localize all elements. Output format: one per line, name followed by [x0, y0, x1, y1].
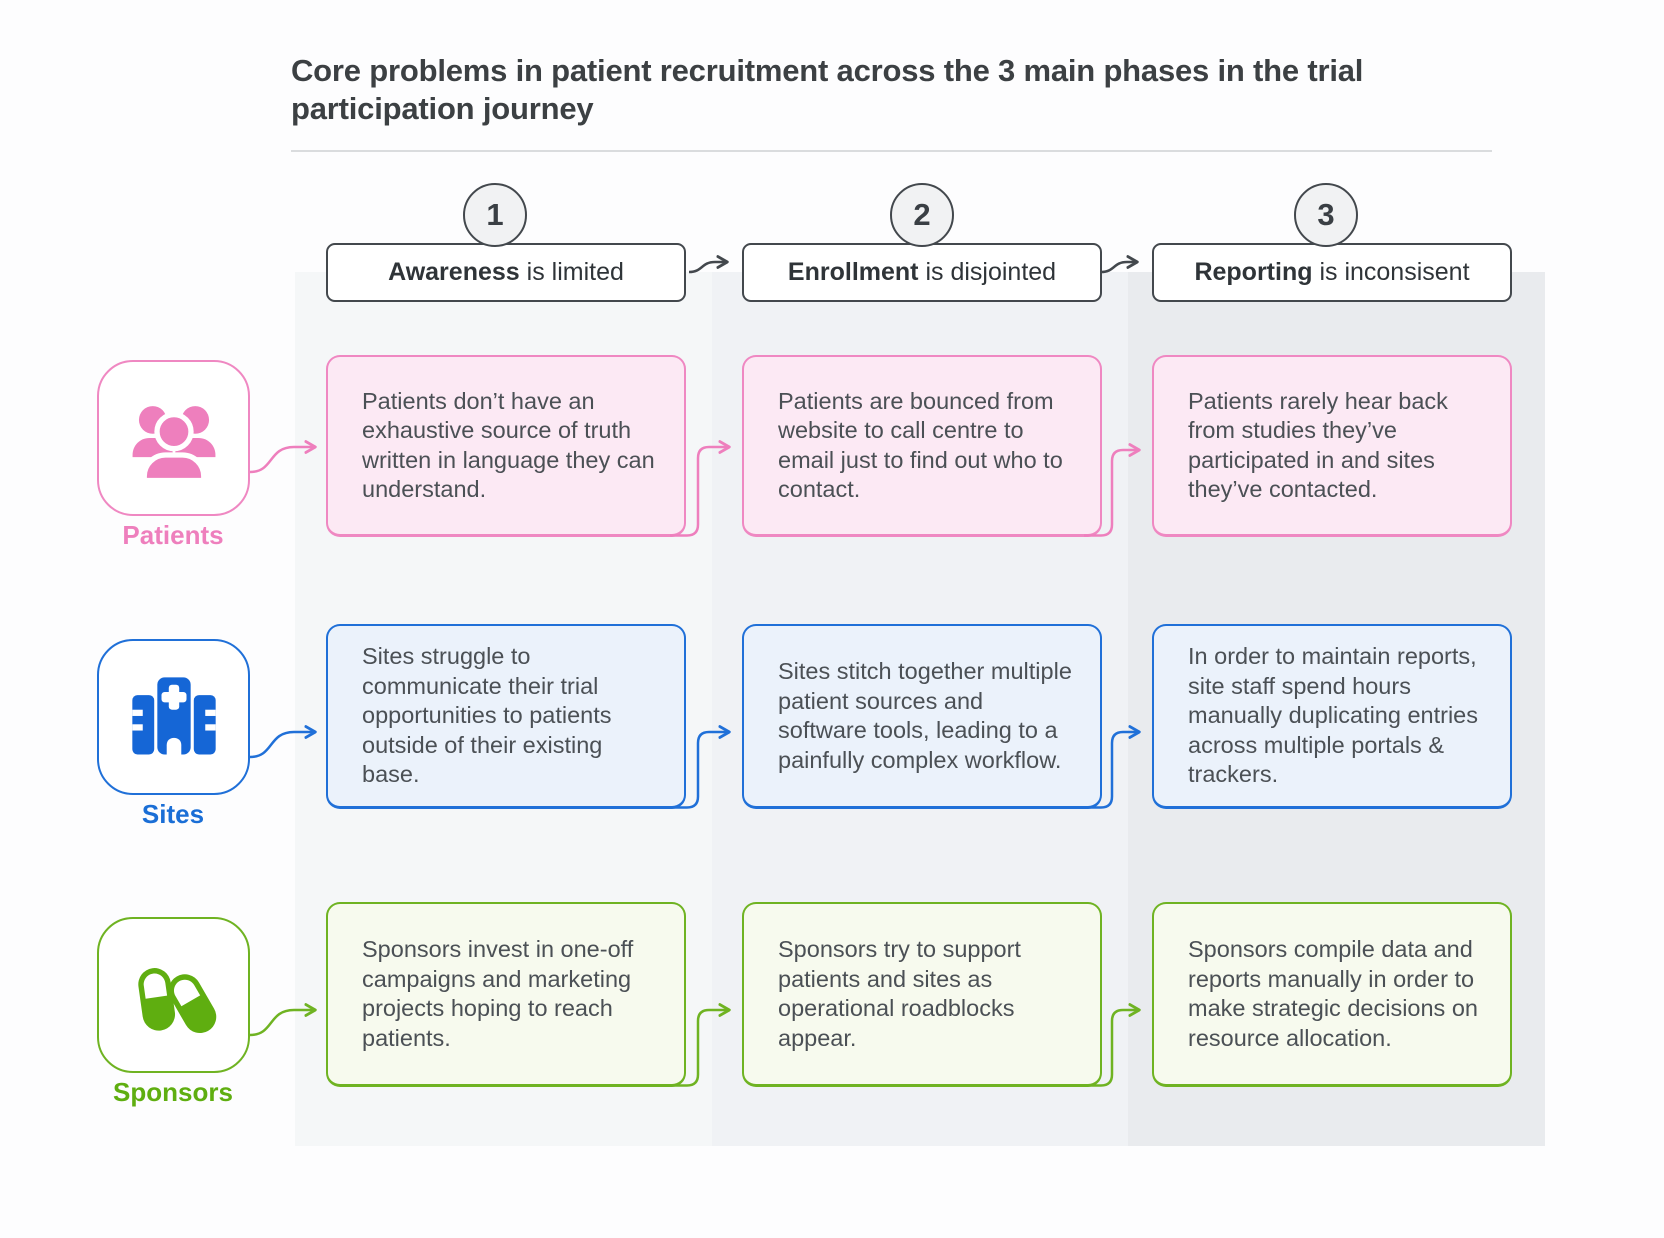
card-patients-reporting: Patients rarely hear back from studies t…	[1152, 355, 1512, 537]
phase-header-enrollment: Enrollment is disjointed	[742, 243, 1102, 302]
phase-1-number: 1	[486, 197, 504, 232]
card-sites-reporting: In order to maintain reports, site staff…	[1152, 624, 1512, 809]
sponsors-icon-card	[97, 917, 250, 1073]
card-text: Patients rarely hear back from studies t…	[1188, 387, 1448, 503]
sites-icon-card	[97, 639, 250, 795]
people-group-icon	[132, 406, 215, 484]
phase-1-number-badge: 1	[463, 183, 527, 247]
card-sponsors-awareness: Sponsors invest in one-off campaigns and…	[326, 902, 686, 1087]
card-sites-awareness: Sites struggle to communicate their tria…	[326, 624, 686, 809]
card-sites-enrollment: Sites stitch together multiple patient s…	[742, 624, 1102, 809]
card-text: Sponsors try to support patients and sit…	[778, 936, 1021, 1051]
sponsors-row-label: Sponsors	[113, 1077, 233, 1107]
phase-1-title-bold: Awareness	[388, 258, 520, 286]
card-sponsors-reporting: Sponsors compile data and reports manual…	[1152, 902, 1512, 1087]
phase-3-number: 3	[1317, 197, 1335, 232]
phase-2-title-rest: is disjointed	[918, 258, 1057, 286]
phase-3-title-rest: is inconsisent	[1312, 258, 1470, 286]
card-patients-awareness: Patients don’t have an exhaustive source…	[326, 355, 686, 537]
pills-icon	[137, 968, 216, 1034]
card-text: In order to maintain reports, site staff…	[1188, 643, 1478, 788]
phase-1-title-rest: is limited	[519, 258, 624, 286]
card-text: Sponsors invest in one-off campaigns and…	[362, 936, 634, 1051]
title-divider	[291, 150, 1492, 152]
phase-2-number-badge: 2	[890, 183, 954, 247]
phase-2-number: 2	[913, 197, 931, 232]
card-text: Patients don’t have an exhaustive source…	[362, 387, 655, 503]
phase-3-title-bold: Reporting	[1194, 258, 1313, 286]
card-text: Sites struggle to communicate their tria…	[362, 643, 612, 788]
hospital-icon	[131, 677, 216, 755]
phase-3-number-badge: 3	[1294, 183, 1358, 247]
card-patients-enrollment: Patients are bounced from website to cal…	[742, 355, 1102, 537]
card-sponsors-enrollment: Sponsors try to support patients and sit…	[742, 902, 1102, 1087]
patients-icon-card	[97, 360, 250, 516]
card-text: Sponsors compile data and reports manual…	[1188, 936, 1478, 1051]
phase-header-awareness: Awareness is limited	[326, 243, 686, 302]
phase-header-reporting: Reporting is inconsisent	[1152, 243, 1512, 302]
card-text: Patients are bounced from website to cal…	[778, 387, 1063, 503]
page-title: Core problems in patient recruitment acr…	[291, 53, 1364, 126]
card-text: Sites stitch together multiple patient s…	[778, 658, 1072, 773]
sites-row-label: Sites	[141, 799, 205, 829]
patients-row-label: Patients	[122, 520, 224, 550]
phase-2-title-bold: Enrollment	[787, 258, 919, 286]
